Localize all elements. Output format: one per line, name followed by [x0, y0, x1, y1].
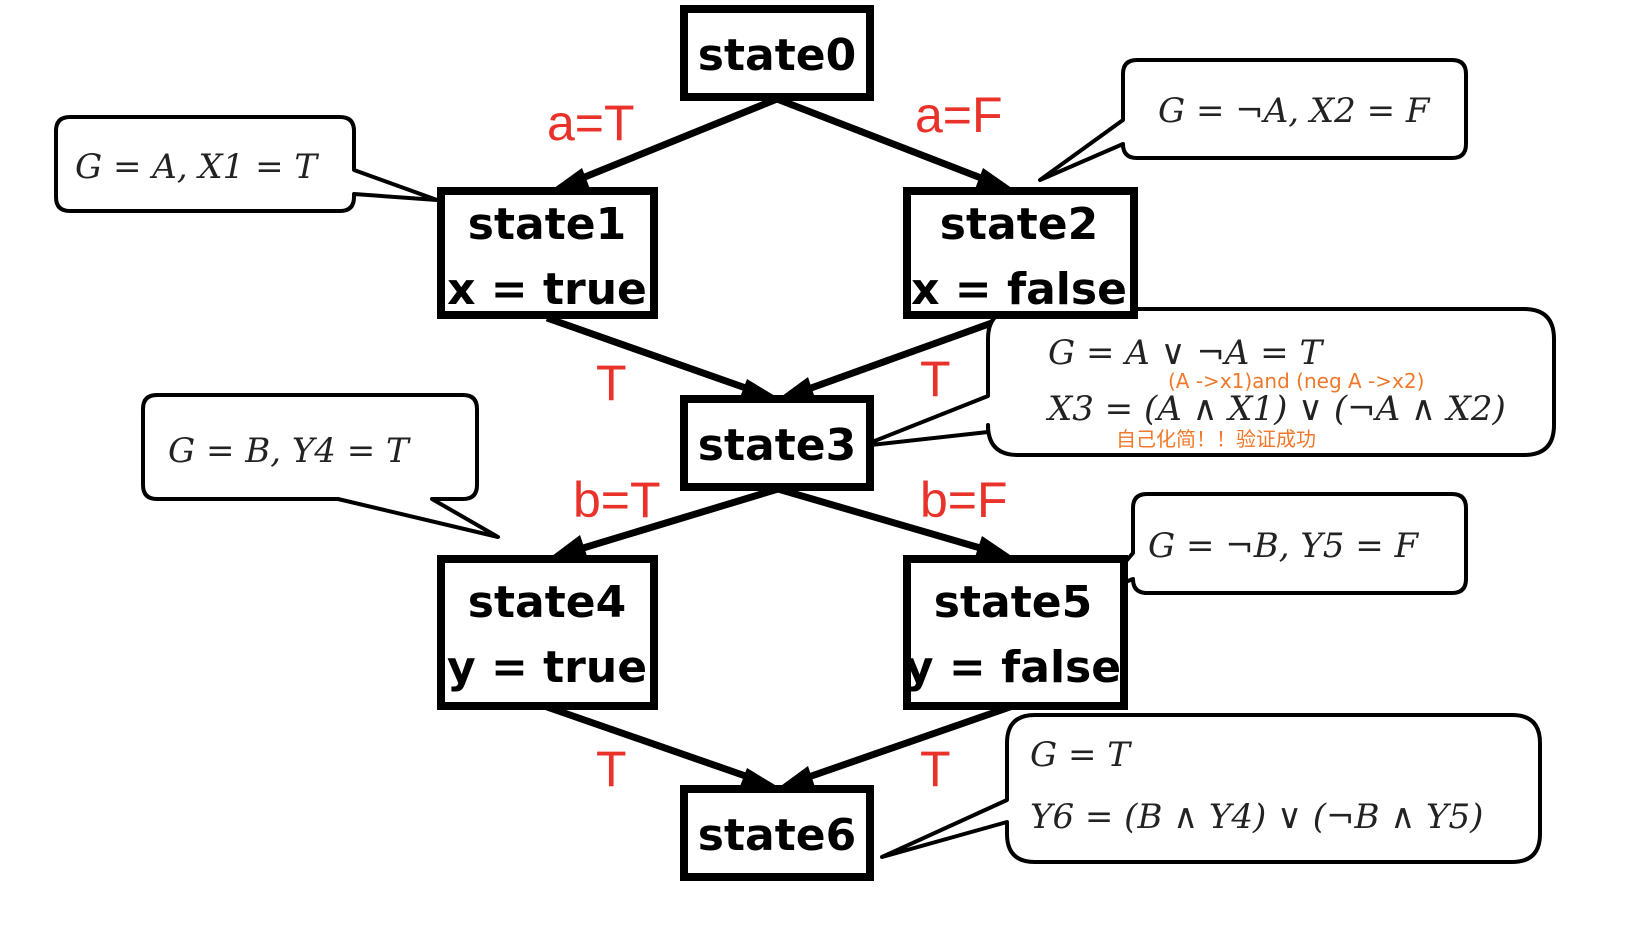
edge-state3-state5 — [777, 485, 995, 556]
edge-state0-state2 — [775, 95, 996, 187]
edges — [545, 95, 1016, 789]
edge-state2-state3 — [798, 316, 1002, 396]
state-name: state5 — [934, 577, 1092, 628]
edge-state1-state3 — [545, 314, 759, 396]
edge-state4-state6 — [545, 703, 759, 784]
state-node-state6: state6 — [680, 785, 874, 881]
state-node-state2: state2 x = false — [903, 187, 1138, 319]
state-assignment: y = true — [447, 642, 647, 693]
state-name: state4 — [468, 577, 626, 628]
edge-label-state1-true: T — [596, 355, 627, 411]
state-node-state1: state1 x = true — [437, 187, 658, 319]
callout-state6 — [880, 713, 1542, 864]
state-box — [437, 555, 658, 710]
state-name: state3 — [698, 420, 856, 471]
state-box — [680, 5, 874, 101]
callout-state3-formula-g: G = A ∨ ¬A = T — [1048, 333, 1324, 373]
callout-state1-formula: G = A, X1 = T — [75, 147, 319, 187]
callout-state3 — [860, 307, 1556, 457]
arrowhead — [550, 168, 590, 191]
arrowhead — [975, 168, 1016, 191]
callout-state3-note-verified: 自己化简！！验证成功 — [1116, 427, 1316, 451]
state-box — [680, 785, 874, 881]
edge-label-b-true: b=T — [573, 472, 661, 528]
callout-state3-formula-x3: X3 = (A ∧ X1) ∨ (¬A ∧ X2) — [1045, 389, 1506, 429]
callout-state5-formula: G = ¬B, Y5 = F — [1148, 526, 1420, 566]
state-name: state0 — [698, 30, 856, 81]
callout-state4-formula: G = B, Y4 = T — [168, 431, 411, 471]
arrowhead — [739, 768, 780, 789]
edge-state3-state4 — [568, 485, 780, 556]
edge-label-state5-true: T — [920, 741, 951, 797]
state-assignment: x = true — [447, 264, 647, 315]
state-box — [903, 187, 1138, 319]
edge-label-a-true: a=T — [547, 95, 635, 151]
edge-label-state4-true: T — [596, 741, 627, 797]
arrowhead — [778, 766, 815, 788]
state-assignment: y = false — [905, 642, 1121, 693]
callout-state4 — [141, 393, 500, 539]
state-assignment: x = false — [911, 264, 1127, 315]
state-name: state6 — [698, 810, 856, 861]
arrowhead — [548, 535, 587, 559]
callout-state3-note-implication: (A ->x1)and (neg A ->x2) — [1168, 369, 1424, 393]
state-node-state3: state3 — [680, 395, 874, 491]
arrowhead — [739, 379, 780, 400]
state-box — [680, 395, 874, 491]
callout-state1 — [54, 115, 439, 213]
edge-labels: a=T a=F T T b=T b=F T T — [547, 87, 1008, 797]
arrowhead — [778, 377, 815, 399]
states: state0 state1 x = true state2 x = false … — [437, 5, 1138, 881]
state-node-state5: state5 y = false — [903, 555, 1128, 710]
state-box — [903, 555, 1128, 710]
state-node-state0: state0 — [680, 5, 874, 101]
edge-state5-state6 — [798, 703, 1012, 784]
callout-state2-formula: G = ¬A, X2 = F — [1158, 91, 1431, 131]
edge-label-state2-true: T — [920, 351, 951, 407]
state-node-state4: state4 y = true — [437, 555, 658, 710]
edge-label-b-false: b=F — [920, 472, 1008, 528]
arrowhead — [975, 536, 1016, 559]
callout-state6-formula-g: G = T — [1030, 735, 1132, 775]
edge-state0-state1 — [568, 95, 779, 187]
state-box — [437, 187, 658, 319]
callout-state2 — [1038, 58, 1468, 182]
state-name: state2 — [940, 199, 1098, 250]
state-name: state1 — [468, 199, 626, 250]
callout-state5 — [1098, 492, 1468, 595]
edge-label-a-false: a=F — [915, 87, 1003, 143]
callout-state6-formula-y6: Y6 = (B ∧ Y4) ∨ (¬B ∧ Y5) — [1030, 797, 1483, 837]
callouts: G = A, X1 = T G = ¬A, X2 = F G = A ∨ ¬A … — [54, 58, 1556, 864]
